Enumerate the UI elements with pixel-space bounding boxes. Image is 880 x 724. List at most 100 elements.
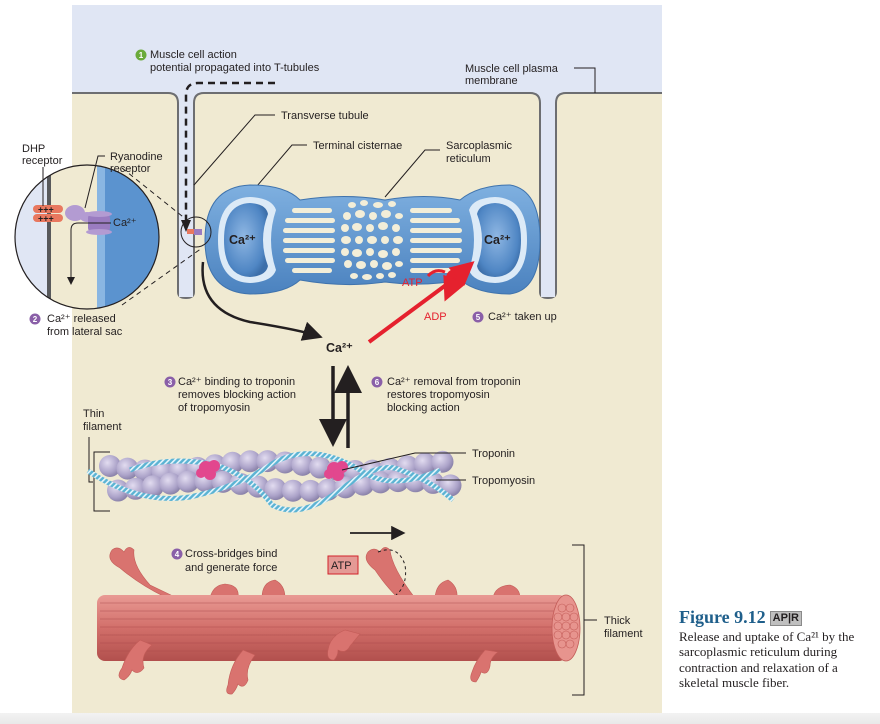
step-1-line-2: potential propagated into T-tubules <box>150 62 320 74</box>
transverse-tubule-label: Transverse tubule <box>193 110 369 186</box>
sarcoplasmic-reticulum-label: Sarcoplasmic reticulum <box>384 140 513 198</box>
thin-filament-label-line-2: filament <box>83 421 122 433</box>
actin-monomer <box>282 479 304 502</box>
tropomyosin-text: Tropomyosin <box>472 475 535 487</box>
actin-monomer <box>264 478 287 501</box>
step-4-number: 4 <box>175 550 180 559</box>
dhp-receptor-label: DHP receptor <box>22 143 63 206</box>
step-5-line-1: Ca²⁺ taken up <box>488 311 557 323</box>
step-6-number: 6 <box>375 378 380 387</box>
sr-fenestrated-collar <box>341 200 403 280</box>
dhp-charges-bottom: +++ <box>38 214 54 224</box>
actin-monomer <box>99 455 121 477</box>
tropomyosin-strand <box>86 451 442 502</box>
ca-in-left-cisterna: Ca²⁺ <box>229 233 256 247</box>
dhp-receptor-shape <box>33 205 63 213</box>
step-2: 2 Ca²⁺ released from lateral sac <box>29 313 123 338</box>
thick-filament: ATP <box>97 547 581 695</box>
figure-caption-text: Release and uptake of Ca²¹ by the sarcop… <box>679 629 855 691</box>
ryanodine-label-line-1: Ryanodine <box>110 151 163 163</box>
actin-monomer <box>116 457 139 480</box>
step-5: 5 Ca²⁺ taken up <box>472 311 557 323</box>
thick-filament-label-line-2: filament <box>604 628 643 640</box>
ryanodine-label-line-2: receptor <box>110 163 151 175</box>
step-1-line-1: Muscle cell action <box>150 49 237 61</box>
receptor-junction <box>180 216 212 248</box>
inset-ca-release-arrow <box>67 222 111 285</box>
step-3: 3 Ca²⁺ binding to troponin removes block… <box>164 376 296 414</box>
step-4-line-2: and generate force <box>185 562 277 574</box>
actin-monomer <box>256 450 279 473</box>
actin-monomer <box>239 450 261 473</box>
troponin-text: Troponin <box>472 448 515 460</box>
troponin-label: Troponin <box>341 448 515 471</box>
step-5-number: 5 <box>476 313 481 322</box>
step-4-line-1: Cross-bridges bind <box>185 548 277 560</box>
dhp-label-line-1: DHP <box>22 143 45 155</box>
step-4: 4 Cross-bridges bind and generate force <box>171 548 277 574</box>
cross-bridge-atp-box <box>327 555 359 575</box>
action-potential-path <box>184 81 275 222</box>
plasma-membrane <box>72 92 662 300</box>
ca-in-right-cisterna: Ca²⁺ <box>484 233 511 247</box>
step-6-line-2: restores tropomyosin <box>387 389 490 401</box>
sr-label-line-1: Sarcoplasmic <box>446 140 513 152</box>
step-4-badge <box>171 548 183 560</box>
step-6: 6 Ca²⁺ removal from troponin restores tr… <box>371 376 521 414</box>
pump-atp-label: ATP <box>402 277 423 289</box>
step-3-line-2: removes blocking action <box>178 389 296 401</box>
step-2-line-2: from lateral sac <box>47 326 123 338</box>
plasma-membrane-label-line-1: Muscle cell plasma <box>465 63 559 75</box>
thin-filament <box>86 450 462 513</box>
actin-monomer <box>159 472 182 495</box>
dhp-label-line-2: receptor <box>22 155 63 167</box>
sarcoplasmic-reticulum: Ca²⁺ Ca²⁺ <box>204 184 541 295</box>
step-3-badge <box>164 376 176 388</box>
plasma-membrane-label: Muscle cell plasma membrane <box>465 63 596 93</box>
thin-filament-label-line-1: Thin <box>83 408 104 420</box>
magnified-inset: +++ +++ Ca²⁺ <box>14 164 160 310</box>
dhp-charges-top: +++ <box>38 205 54 215</box>
terminal-cisternae-text: Terminal cisternae <box>313 140 402 152</box>
actin-monomer <box>431 450 454 473</box>
tropomyosin-label: Tropomyosin <box>436 475 535 487</box>
actin-monomer <box>142 475 164 498</box>
ca-release-arrow <box>201 261 323 341</box>
thick-filament-label: Thick filament <box>572 544 643 696</box>
sr-label-line-2: reticulum <box>446 153 491 165</box>
thin-filament-label: Thin filament <box>83 408 122 512</box>
step-5-badge <box>472 311 484 323</box>
page-bottom-band <box>0 713 880 724</box>
actin-monomer <box>414 452 436 475</box>
step-2-number: 2 <box>33 315 38 324</box>
step-1: 1 Muscle cell action potential propagate… <box>135 49 320 74</box>
troponin-complex <box>324 461 348 481</box>
step-2-badge <box>29 313 41 325</box>
step-1-badge <box>135 49 147 61</box>
ryanodine-receptor-label: Ryanodine receptor <box>84 151 163 209</box>
calcium-pump: ATP ADP <box>367 261 475 344</box>
actin-monomer <box>299 479 322 502</box>
inset-zoom-line-top <box>121 167 188 221</box>
cross-bridge-atp-label: ATP <box>331 560 352 572</box>
transverse-tubule-text: Transverse tubule <box>281 110 369 122</box>
step-1-number: 1 <box>139 51 144 60</box>
plasma-membrane-label-line-2: membrane <box>465 75 518 87</box>
step-2-line-1: Ca²⁺ released <box>47 313 116 325</box>
cytosolic-ca-label: Ca²⁺ <box>326 341 353 355</box>
terminal-cisternae-label: Terminal cisternae <box>244 140 402 201</box>
actin-monomer <box>291 453 314 476</box>
step-3-line-1: Ca²⁺ binding to troponin <box>178 376 295 388</box>
step-3-line-3: of tropomyosin <box>178 402 250 414</box>
tropomyosin-strand <box>129 458 455 513</box>
thick-filament-label-line-1: Thick <box>604 615 631 627</box>
actin-monomer <box>177 470 199 493</box>
step-6-badge <box>371 376 383 388</box>
apr-badge[interactable]: AP|R <box>769 611 802 626</box>
step-6-line-3: blocking action <box>387 402 460 414</box>
troponin-complex <box>196 460 220 480</box>
inset-ca-label: Ca²⁺ <box>113 217 137 229</box>
